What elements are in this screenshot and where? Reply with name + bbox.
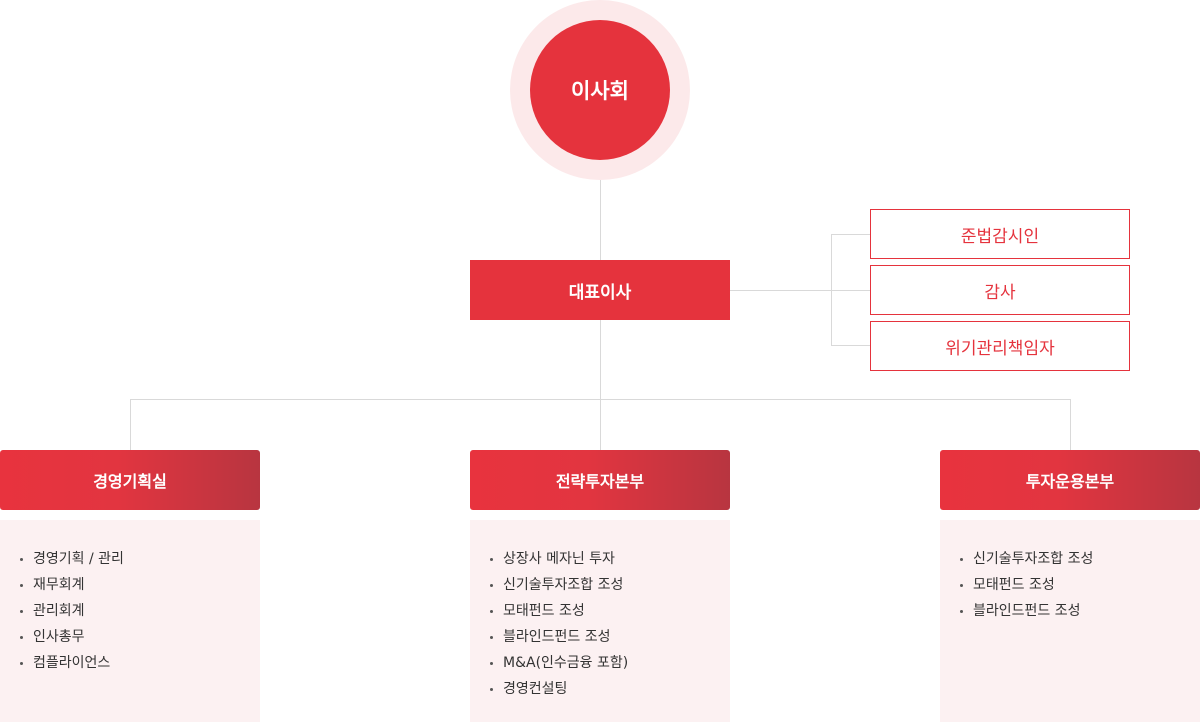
list-item: 모태펀드 조성 (958, 572, 1200, 598)
list-item: 경영컨설팅 (488, 676, 730, 702)
side-unit-label: 감사 (984, 282, 1016, 303)
connector-ceo-side (730, 290, 831, 291)
department-header-investment-management: 투자운용본부 (940, 450, 1200, 510)
connector-dept-3 (1070, 399, 1071, 450)
list-item: 상장사 메자닌 투자 (488, 546, 730, 572)
department-header-strategic-investment: 전략투자본부 (470, 450, 730, 510)
list-item: 블라인드펀드 조성 (488, 624, 730, 650)
list-item: 재무회계 (18, 572, 260, 598)
department-item-list: 상장사 메자닌 투자 신기술투자조합 조성 모태펀드 조성 블라인드펀드 조성 … (488, 546, 730, 702)
connector-board-ceo (600, 180, 601, 260)
ceo-node: 대표이사 (470, 260, 730, 320)
list-item: 인사총무 (18, 624, 260, 650)
department-item-list: 경영기획 / 관리 재무회계 관리회계 인사총무 컴플라이언스 (18, 546, 260, 676)
ceo-label: 대표이사 (568, 282, 632, 303)
department-header-planning: 경영기획실 (0, 450, 260, 510)
department-panel-planning: 경영기획 / 관리 재무회계 관리회계 인사총무 컴플라이언스 (0, 520, 260, 722)
connector-dept-1 (130, 399, 131, 450)
connector-departments-horizontal (130, 399, 1071, 400)
list-item: 신기술투자조합 조성 (958, 546, 1200, 572)
board-label: 이사회 (571, 79, 629, 103)
side-unit-label: 위기관리책임자 (945, 338, 1055, 359)
list-item: 모태펀드 조성 (488, 598, 730, 624)
connector-side-3 (831, 345, 870, 346)
side-unit-risk-officer: 위기관리책임자 (870, 321, 1130, 371)
connector-side-2 (831, 290, 870, 291)
side-unit-compliance-officer: 준법감시인 (870, 209, 1130, 259)
department-panel-investment-management: 신기술투자조합 조성 모태펀드 조성 블라인드펀드 조성 (940, 520, 1200, 722)
board-node: 이사회 (530, 20, 670, 160)
connector-side-1 (831, 234, 870, 235)
list-item: 경영기획 / 관리 (18, 546, 260, 572)
department-title: 전략투자본부 (555, 472, 645, 491)
list-item: 컴플라이언스 (18, 650, 260, 676)
list-item: 블라인드펀드 조성 (958, 598, 1200, 624)
list-item: 신기술투자조합 조성 (488, 572, 730, 598)
department-panel-strategic-investment: 상장사 메자닌 투자 신기술투자조합 조성 모태펀드 조성 블라인드펀드 조성 … (470, 520, 730, 722)
side-unit-label: 준법감시인 (960, 226, 1040, 247)
department-title: 경영기획실 (93, 472, 167, 491)
department-item-list: 신기술투자조합 조성 모태펀드 조성 블라인드펀드 조성 (958, 546, 1200, 624)
connector-ceo-departments (600, 320, 601, 450)
list-item: M&A(인수금융 포함) (488, 650, 730, 676)
department-title: 투자운용본부 (1025, 472, 1115, 491)
side-unit-auditor: 감사 (870, 265, 1130, 315)
list-item: 관리회계 (18, 598, 260, 624)
